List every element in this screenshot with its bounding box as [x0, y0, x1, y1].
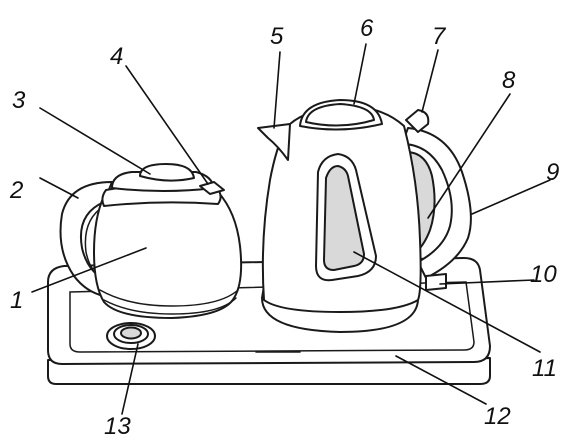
callout-12: 12 — [484, 403, 511, 430]
callout-3: 3 — [12, 87, 26, 114]
teapot-body — [93, 191, 243, 319]
leader-7 — [421, 49, 439, 113]
leader-2 — [39, 177, 79, 199]
kettle-switch — [425, 273, 447, 291]
callout-8: 8 — [502, 67, 516, 94]
callout-13: 13 — [104, 413, 131, 440]
teapot — [59, 163, 243, 319]
callout-numbers: 1 2 3 4 5 6 7 8 9 10 11 12 13 — [9, 15, 559, 440]
callout-9: 9 — [546, 159, 559, 186]
callout-4: 4 — [110, 43, 123, 70]
teapot-spout-tip — [199, 181, 225, 195]
leader-9 — [471, 179, 551, 215]
kettle-lid-knob — [305, 103, 375, 127]
leader-10 — [439, 279, 535, 285]
leader-lines — [31, 43, 551, 415]
leader-5 — [273, 51, 281, 129]
callout-2: 2 — [9, 177, 23, 204]
callout-7: 7 — [432, 23, 447, 50]
leader-6 — [353, 43, 367, 105]
kettle-water-window-inner — [323, 165, 365, 271]
teapot-base-ring-2 — [103, 297, 237, 315]
leader-3 — [39, 107, 151, 175]
tray-inner-edge — [69, 281, 475, 353]
leader-4 — [125, 65, 209, 185]
callout-11: 11 — [532, 355, 557, 382]
callout-1: 1 — [10, 287, 23, 314]
leader-12 — [395, 355, 487, 405]
kettle-lid-button — [405, 109, 430, 133]
callout-5: 5 — [270, 23, 284, 50]
callout-10: 10 — [530, 261, 557, 288]
teapot-base-ring — [99, 289, 239, 307]
control-knob — [106, 322, 156, 350]
leader-13 — [121, 343, 139, 415]
callout-6: 6 — [360, 15, 374, 42]
leader-1 — [31, 247, 147, 293]
leader-11 — [353, 251, 541, 353]
teapot-handle — [59, 181, 113, 297]
kettle — [257, 99, 472, 333]
kettle-spout — [257, 123, 291, 161]
leader-8 — [427, 93, 511, 219]
teapot-lid-knob — [139, 163, 195, 182]
